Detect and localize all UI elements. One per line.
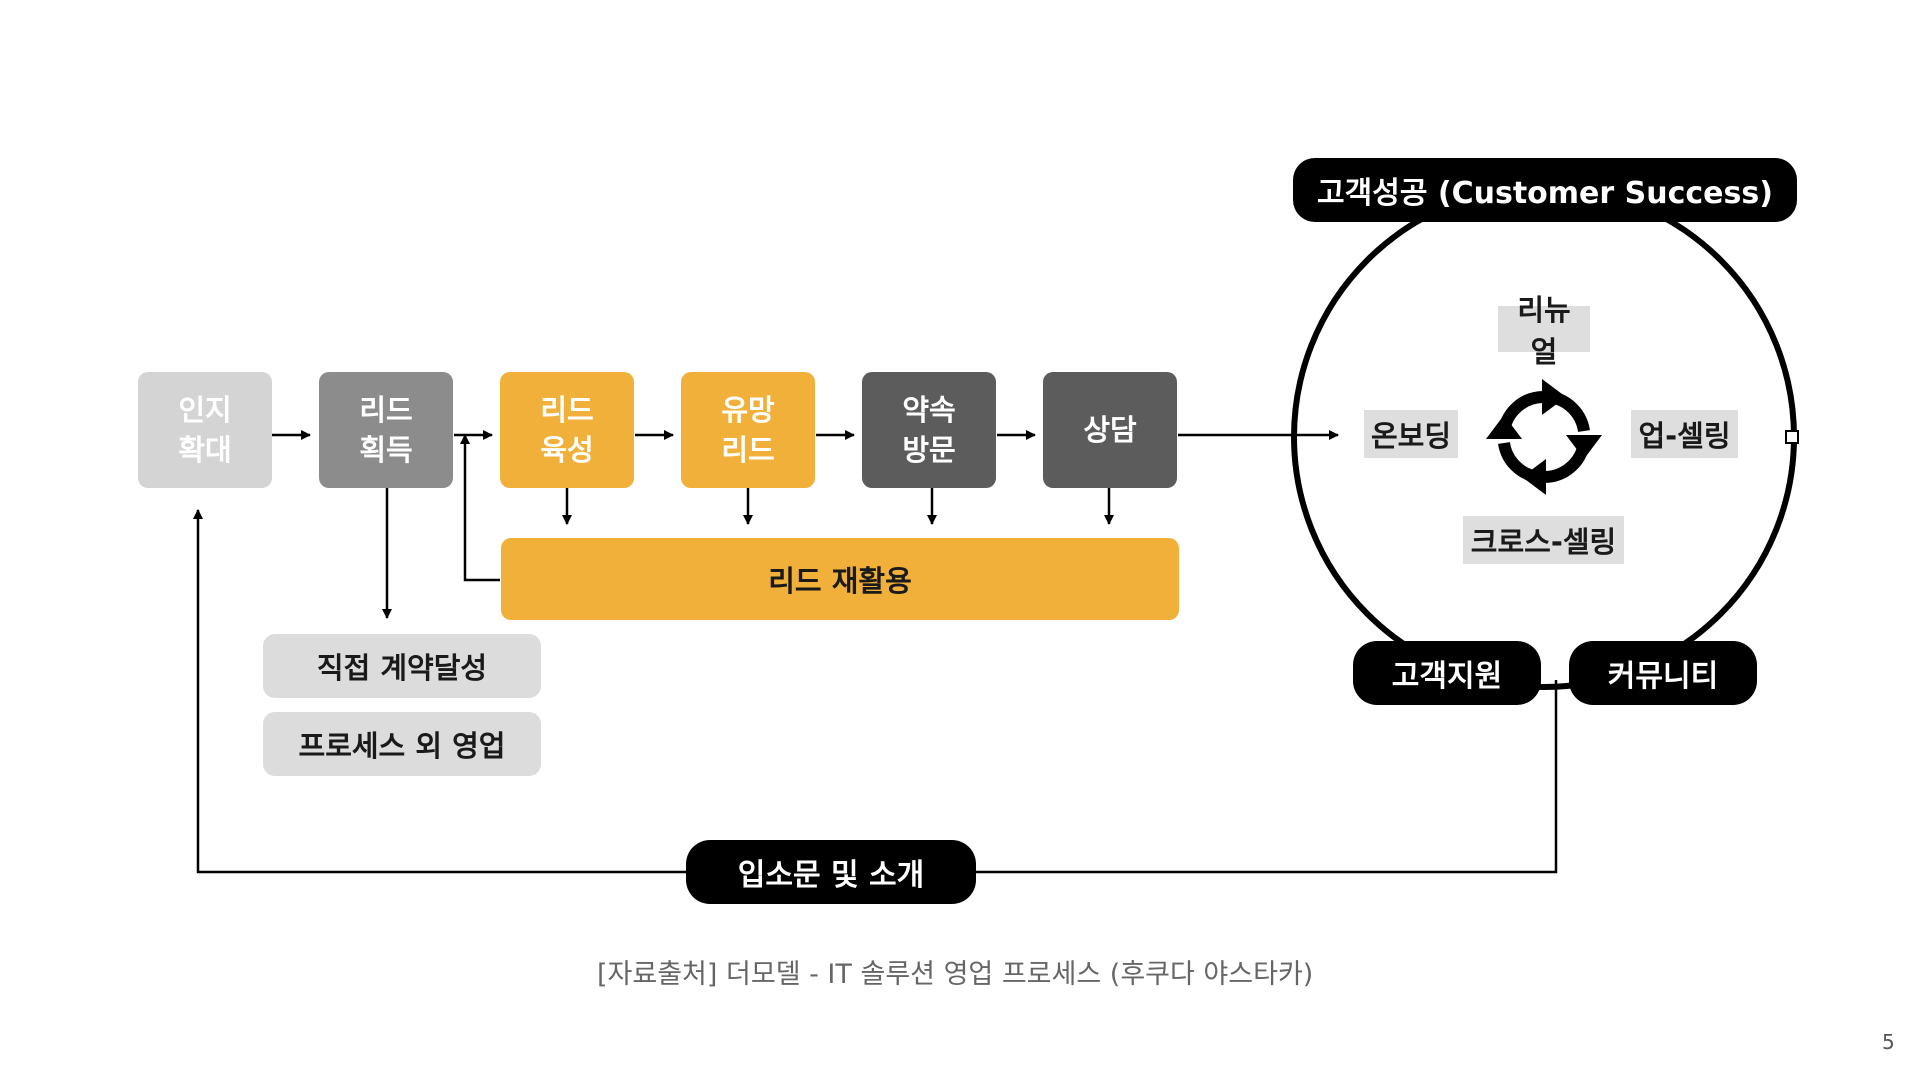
step-awareness: 인지 확대 [138, 372, 272, 488]
arrow-recycle-to-flow [460, 434, 500, 582]
recycle-arrows-icon [1486, 379, 1602, 495]
step-appointment: 약속 방문 [862, 372, 996, 488]
cycle-onboarding: 온보딩 [1364, 410, 1458, 458]
step-consultation: 상담 [1043, 372, 1177, 488]
circle-handle [1785, 430, 1799, 444]
step-lead-acquisition: 리드 획득 [319, 372, 453, 488]
cycle-upselling: 업-셀링 [1631, 410, 1738, 458]
page-number: 5 [1882, 1030, 1895, 1054]
referral-pill: 입소문 및 소개 [686, 840, 976, 904]
step-lead-nurturing: 리드 육성 [500, 372, 634, 488]
outcome-direct-contract: 직접 계약달성 [263, 634, 541, 698]
lead-recycle-bar: 리드 재활용 [501, 538, 1179, 620]
source-caption: [자료출처] 더모델 - IT 솔루션 영업 프로세스 (후쿠다 야스타카) [597, 959, 1314, 990]
step-qualified-lead: 유망 리드 [681, 372, 815, 488]
cycle-cross-selling: 크로스-셀링 [1463, 516, 1624, 564]
customer-success-title: 고객성공 (Customer Success) [1293, 158, 1797, 222]
customer-support-pill: 고객지원 [1353, 641, 1541, 705]
outcome-outside-process: 프로세스 외 영업 [263, 712, 541, 776]
community-pill: 커뮤니티 [1569, 641, 1757, 705]
cycle-renewal: 리뉴얼 [1498, 293, 1590, 369]
